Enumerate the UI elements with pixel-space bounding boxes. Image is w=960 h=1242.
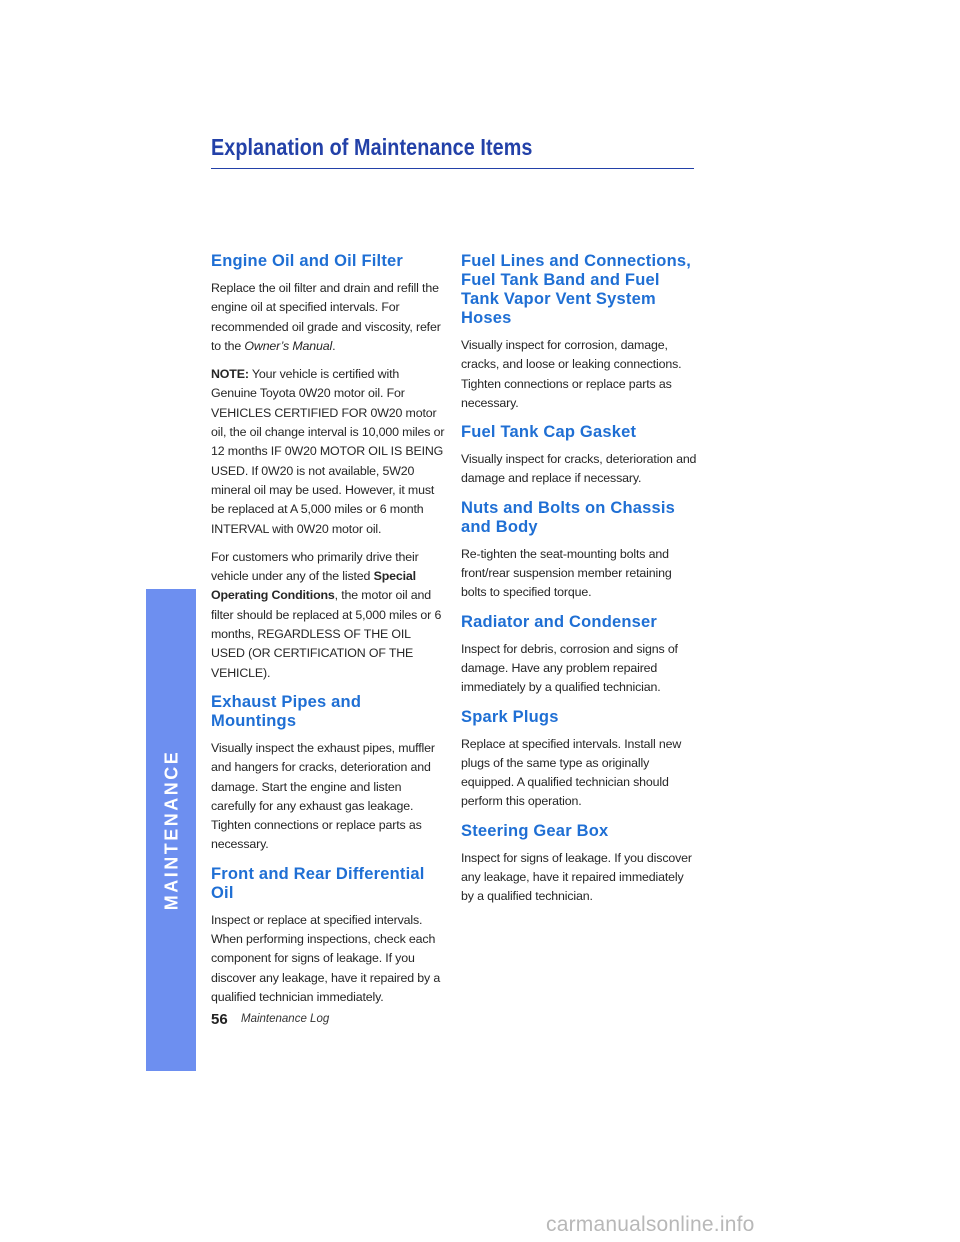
section-heading: Exhaust Pipes and Mountings xyxy=(211,692,362,730)
section-heading: Nuts and Bolts on Chassis and Body xyxy=(461,498,676,536)
section-heading: Fuel Lines and Connections, Fuel Tank Ba… xyxy=(461,252,692,327)
note-paragraph: NOTE: Your vehicle is certified with Gen… xyxy=(211,365,447,539)
section-fuel-lines: Fuel Lines and Connections, Fuel Tank Ba… xyxy=(461,252,697,413)
section-heading: Fuel Tank Cap Gasket xyxy=(461,423,637,442)
section-paragraph: Inspect for debris, corrosion and signs … xyxy=(461,641,678,695)
section-fuel-cap: Fuel Tank Cap Gasket Visually inspect fo… xyxy=(461,423,697,489)
footer-label: Maintenance Log xyxy=(241,1013,330,1025)
section-heading: Front and Rear Differential Oil xyxy=(211,864,425,902)
section-heading: Spark Plugs xyxy=(461,707,559,726)
section-paragraph: Replace the oil filter and drain and ref… xyxy=(211,279,447,356)
note-label: NOTE: xyxy=(211,367,249,382)
sidebar-tab xyxy=(146,589,196,1071)
paragraph-text: Replace the oil filter and drain and ref… xyxy=(211,281,441,353)
section-paragraph: Inspect or replace at specified interval… xyxy=(211,912,441,1004)
section-differential-oil: Front and Rear Differential Oil Inspect … xyxy=(211,865,447,1007)
page-title: Explanation of Maintenance Items xyxy=(211,134,533,160)
section-radiator: Radiator and Condenser Inspect for debri… xyxy=(461,613,697,698)
paragraph-text: For customers who primarily drive their … xyxy=(211,549,419,584)
manual-reference: Owner’s Manual xyxy=(244,338,333,353)
sidebar-tab-label: MAINTENANCE xyxy=(161,749,182,911)
section-paragraph: Visually inspect for corrosion, damage, … xyxy=(461,338,682,410)
paragraph-text: , the motor oil and filter should be rep… xyxy=(211,588,442,680)
right-column: Fuel Lines and Connections, Fuel Tank Ba… xyxy=(461,252,697,917)
page-number: 56 xyxy=(211,1011,228,1028)
section-heading: Engine Oil and Oil Filter xyxy=(211,252,404,270)
section-paragraph: Re-tighten the seat-mounting bolts and f… xyxy=(461,546,672,600)
paragraph-text: . xyxy=(332,338,336,353)
section-nuts-bolts: Nuts and Bolts on Chassis and Body Re-ti… xyxy=(461,499,697,603)
section-exhaust: Exhaust Pipes and Mountings Visually ins… xyxy=(211,693,447,855)
section-engine-oil: Engine Oil and Oil Filter Replace the oi… xyxy=(211,252,447,683)
special-conditions-term: Special Operating Conditions xyxy=(211,569,416,603)
section-paragraph: Visually inspect for cracks, deteriorati… xyxy=(461,452,697,486)
title-divider xyxy=(211,168,694,169)
section-heading: Radiator and Condenser xyxy=(461,612,658,631)
section-heading: Steering Gear Box xyxy=(461,821,609,840)
left-column: Engine Oil and Oil Filter Replace the oi… xyxy=(211,252,447,1017)
section-paragraph: Visually inspect the exhaust pipes, muff… xyxy=(211,740,435,852)
section-paragraph: Replace at specified intervals. Install … xyxy=(461,736,682,809)
section-steering: Steering Gear Box Inspect for signs of l… xyxy=(461,822,697,907)
section-paragraph: For customers who primarily drive their … xyxy=(211,548,447,683)
watermark: carmanualsonline.info xyxy=(546,1213,755,1236)
note-text: Your vehicle is certified with Genuine T… xyxy=(211,367,445,536)
section-spark-plugs: Spark Plugs Replace at specified interva… xyxy=(461,708,697,812)
section-paragraph: Inspect for signs of leakage. If you dis… xyxy=(461,850,692,904)
